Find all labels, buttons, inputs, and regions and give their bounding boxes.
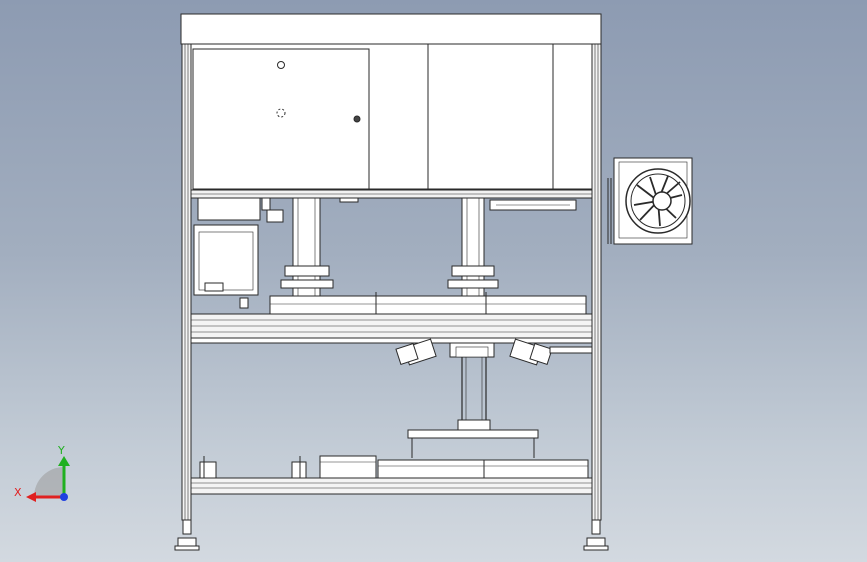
left-frame-post bbox=[181, 43, 192, 521]
small-bracket bbox=[339, 197, 359, 203]
lower-conveyor-tray bbox=[199, 455, 589, 479]
upper-cabinet bbox=[190, 43, 593, 191]
triad-base-wedge bbox=[34, 467, 64, 497]
right-leveling-foot bbox=[583, 519, 609, 551]
z-axis-dot bbox=[60, 493, 68, 501]
bottom-rail-beam bbox=[190, 477, 593, 495]
y-axis-label: Y bbox=[57, 444, 65, 457]
center-lift-column bbox=[447, 197, 499, 303]
left-module bbox=[193, 197, 284, 309]
door-lock-icon bbox=[276, 108, 286, 118]
middle-rail-beam bbox=[190, 313, 593, 344]
coordinate-triad: X Y bbox=[14, 444, 70, 502]
electrical-box-door bbox=[192, 48, 370, 190]
right-frame-post bbox=[591, 43, 602, 521]
top-canopy bbox=[180, 13, 602, 45]
cooling-fan-unit bbox=[607, 157, 693, 245]
left-leveling-foot bbox=[174, 519, 200, 551]
x-axis-label: X bbox=[14, 486, 22, 499]
gripper-assembly bbox=[395, 338, 593, 458]
left-lift-column bbox=[280, 197, 334, 303]
door-handle-icon bbox=[353, 115, 361, 123]
door-hole bbox=[277, 61, 285, 69]
upper-cross-beam bbox=[190, 189, 593, 199]
upper-right-bracket bbox=[489, 199, 577, 211]
